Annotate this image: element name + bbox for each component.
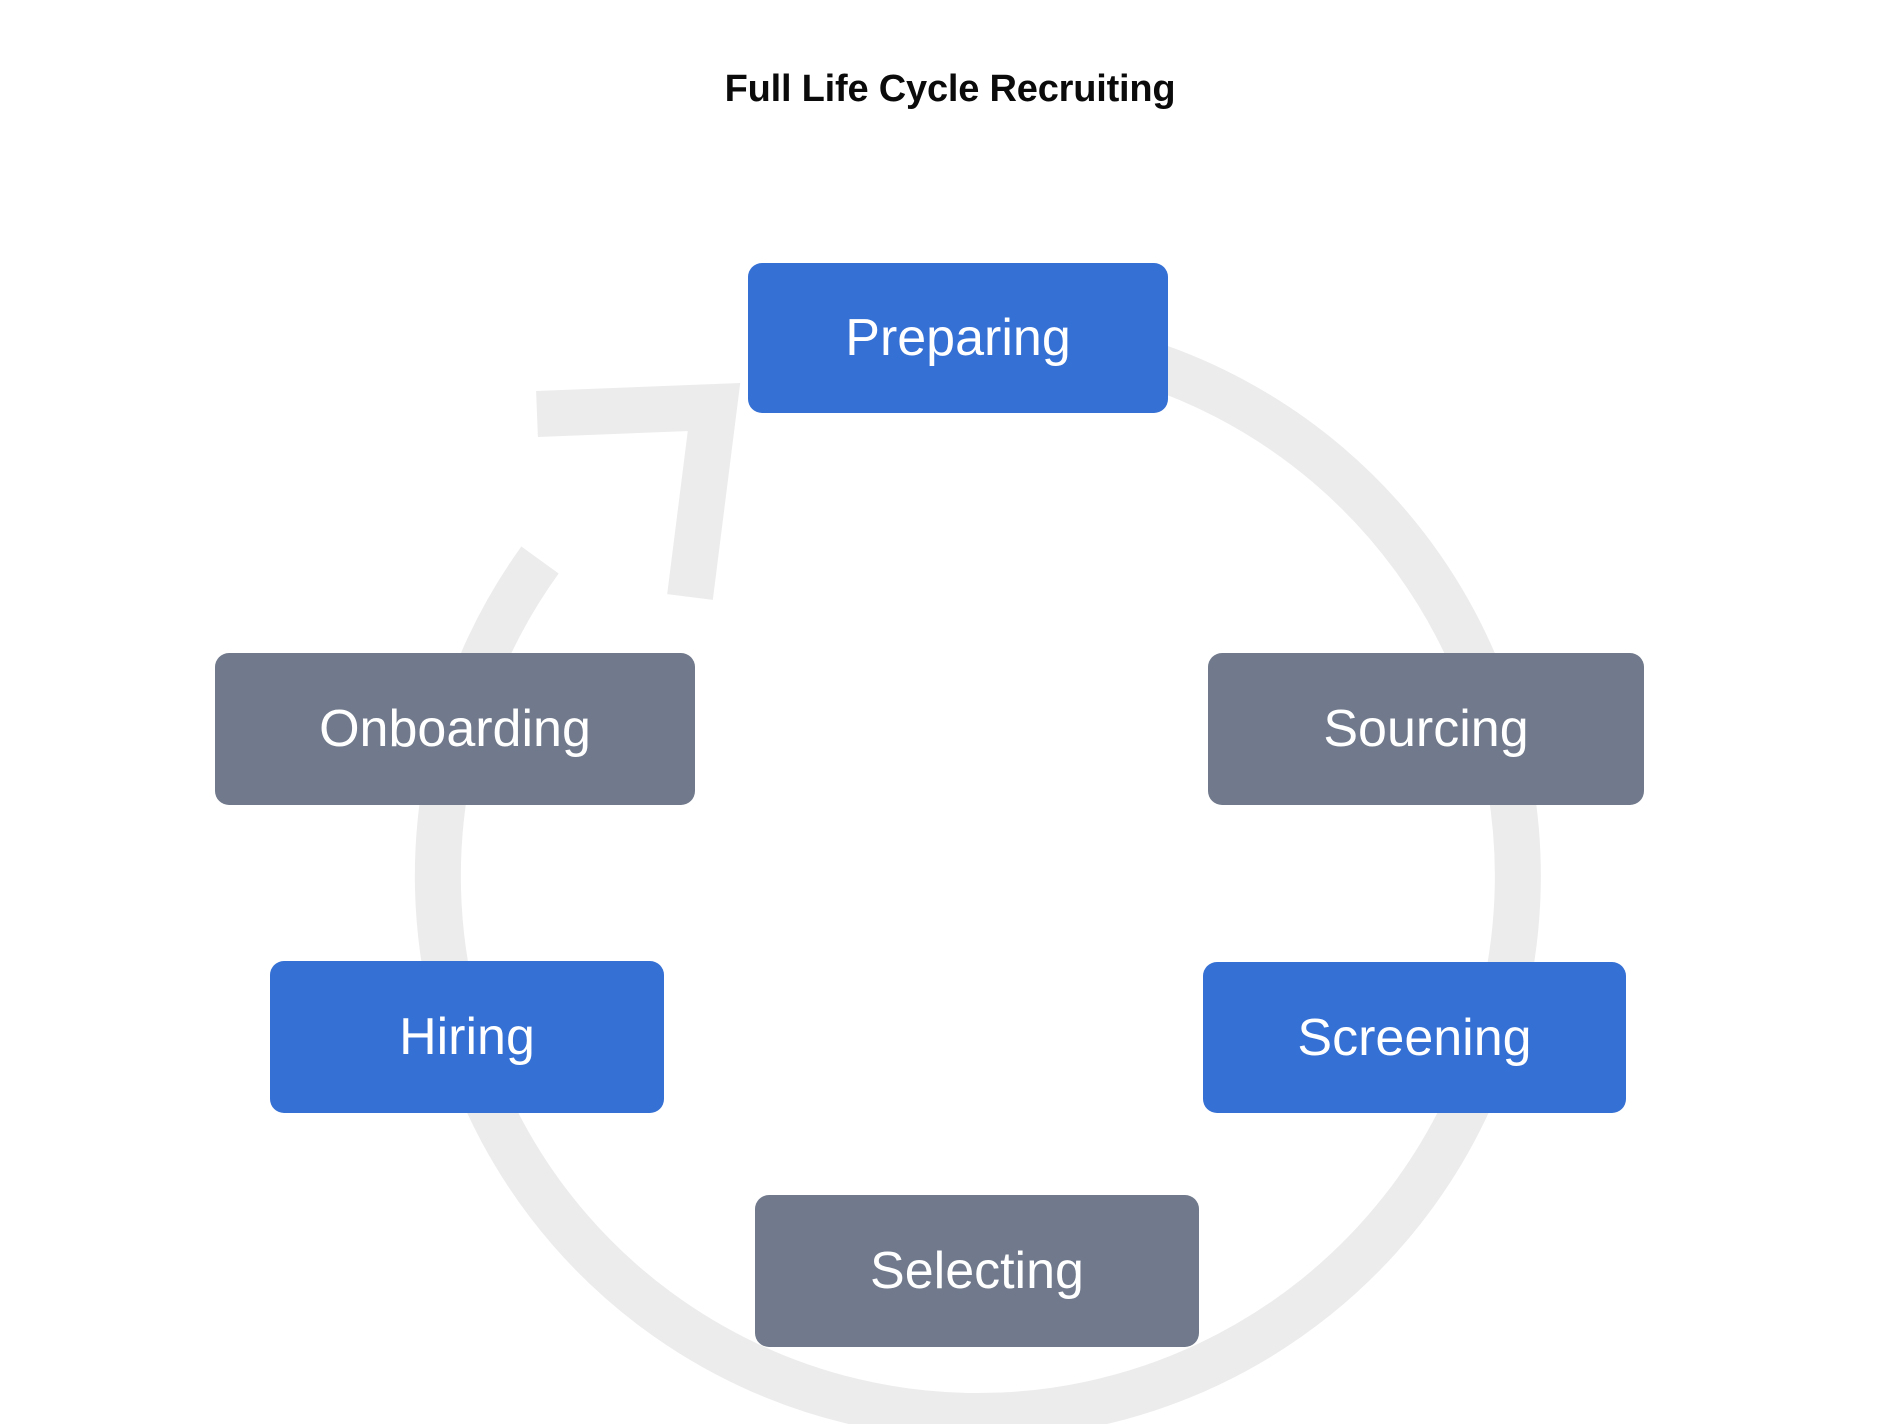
stage-box-selecting[interactable]: Selecting	[755, 1195, 1199, 1347]
stage-box-sourcing[interactable]: Sourcing	[1208, 653, 1644, 805]
stage-box-preparing[interactable]: Preparing	[748, 263, 1168, 413]
page-title: Full Life Cycle Recruiting	[724, 68, 1176, 110]
stage-box-screening[interactable]: Screening	[1203, 962, 1626, 1113]
stage-label-selecting: Selecting	[870, 1242, 1084, 1300]
stage-box-hiring[interactable]: Hiring	[270, 961, 664, 1113]
stage-label-sourcing: Sourcing	[1323, 700, 1529, 758]
stage-label-hiring: Hiring	[399, 1008, 535, 1066]
stage-label-preparing: Preparing	[845, 309, 1071, 367]
cycle-arrowhead-icon	[536, 382, 741, 600]
stage-label-onboarding: Onboarding	[319, 700, 591, 758]
stage-box-onboarding[interactable]: Onboarding	[215, 653, 695, 805]
stage-label-screening: Screening	[1297, 1008, 1532, 1067]
